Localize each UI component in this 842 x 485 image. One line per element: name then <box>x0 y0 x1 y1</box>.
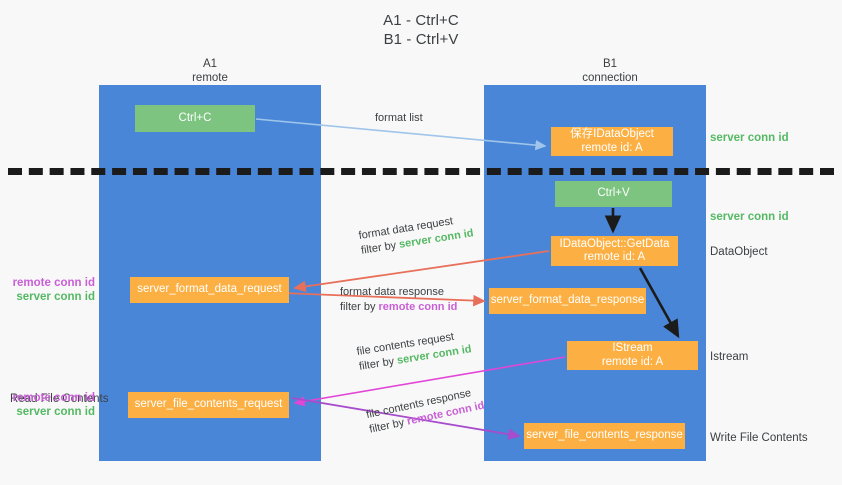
annotation-remote-conn-id-file: remote conn id <box>12 392 95 404</box>
column-header-b1-role: connection <box>582 71 638 84</box>
column-header-a1-role: remote <box>192 71 228 84</box>
node-server-format-data-request[interactable]: server_format_data_request <box>130 277 289 303</box>
node-server-format-data-response[interactable]: server_format_data_response <box>489 288 646 314</box>
annotation-conn-ids-format: remote conn id server conn id <box>10 276 95 304</box>
annotation-istream: Istream <box>710 351 749 363</box>
edge-label-format-list-line1: format list <box>375 112 423 124</box>
node-ctrl-v-label: Ctrl+V <box>597 187 630 200</box>
page-title-line-2: B1 - Ctrl+V <box>383 31 459 48</box>
annotation-server-conn-id-mid: server conn id <box>710 211 789 223</box>
edge-label-file-contents-response: file contents response filter by remote … <box>365 384 486 438</box>
node-ctrl-c-label: Ctrl+C <box>178 111 212 124</box>
node-idataobject-getdata-line2: remote id: A <box>583 251 646 263</box>
annotation-server-conn-id-file: server conn id <box>16 406 95 418</box>
edge-label-format-data-response-line1: format data response <box>340 286 444 298</box>
annotation-read-file-contents: Read File Contents <box>10 393 109 405</box>
column-header-b1-name: B1 <box>602 58 618 70</box>
node-save-idataobject-line2: remote id: A <box>581 141 643 154</box>
edge-label-file-contents-request: file contents request filter by server c… <box>356 327 473 374</box>
node-istream-line2: remote id: A <box>601 355 664 368</box>
edge-label-format-data-response: format data response filter by remote co… <box>340 285 457 315</box>
annotation-conn-ids-file: remote conn id server conn id <box>10 391 95 419</box>
edge-label-format-list: format list <box>375 111 423 126</box>
node-istream[interactable]: IStream remote id: A <box>567 341 698 370</box>
edge-label-format-data-response-filter-prefix: filter by <box>340 301 379 313</box>
node-idataobject-getdata[interactable]: IDataObject::GetData remote id: A <box>551 236 678 266</box>
column-header-a1-name: A1 <box>202 58 218 70</box>
annotation-remote-conn-id-format: remote conn id <box>12 277 95 289</box>
node-server-file-contents-response-label: server_file_contents_response <box>526 429 683 442</box>
annotation-dataobject: DataObject <box>710 246 768 258</box>
node-ctrl-c[interactable]: Ctrl+C <box>135 105 255 132</box>
node-server-file-contents-response[interactable]: server_file_contents_response <box>524 423 685 449</box>
edge-label-format-data-request: format data request filter by server con… <box>358 211 475 258</box>
column-header-a1: A1 remote <box>120 58 300 85</box>
node-server-file-contents-request-label: server_file_contents_request <box>134 398 283 411</box>
node-istream-line1: IStream <box>612 342 653 354</box>
annotation-server-conn-id-top: server conn id <box>710 132 789 144</box>
node-ctrl-v[interactable]: Ctrl+V <box>555 181 672 207</box>
node-server-format-data-request-label: server_format_data_request <box>137 283 282 296</box>
node-idataobject-getdata-line1: IDataObject::GetData <box>559 237 670 250</box>
annotation-write-file-contents: Write File Contents <box>710 432 808 444</box>
annotation-server-conn-id-format: server conn id <box>16 291 95 303</box>
phase-divider <box>8 168 834 175</box>
edge-label-format-data-response-filter-id: remote conn id <box>378 301 458 313</box>
column-header-b1: B1 connection <box>520 58 700 85</box>
node-server-format-data-response-label: server_format_data_response <box>490 294 645 307</box>
node-server-file-contents-request[interactable]: server_file_contents_request <box>128 392 289 418</box>
node-save-idataobject-line1: 保存IDataObject <box>570 128 654 140</box>
page-title-line-1: A1 - Ctrl+C <box>383 12 459 29</box>
node-save-idataobject[interactable]: 保存IDataObject remote id: A <box>551 127 673 156</box>
